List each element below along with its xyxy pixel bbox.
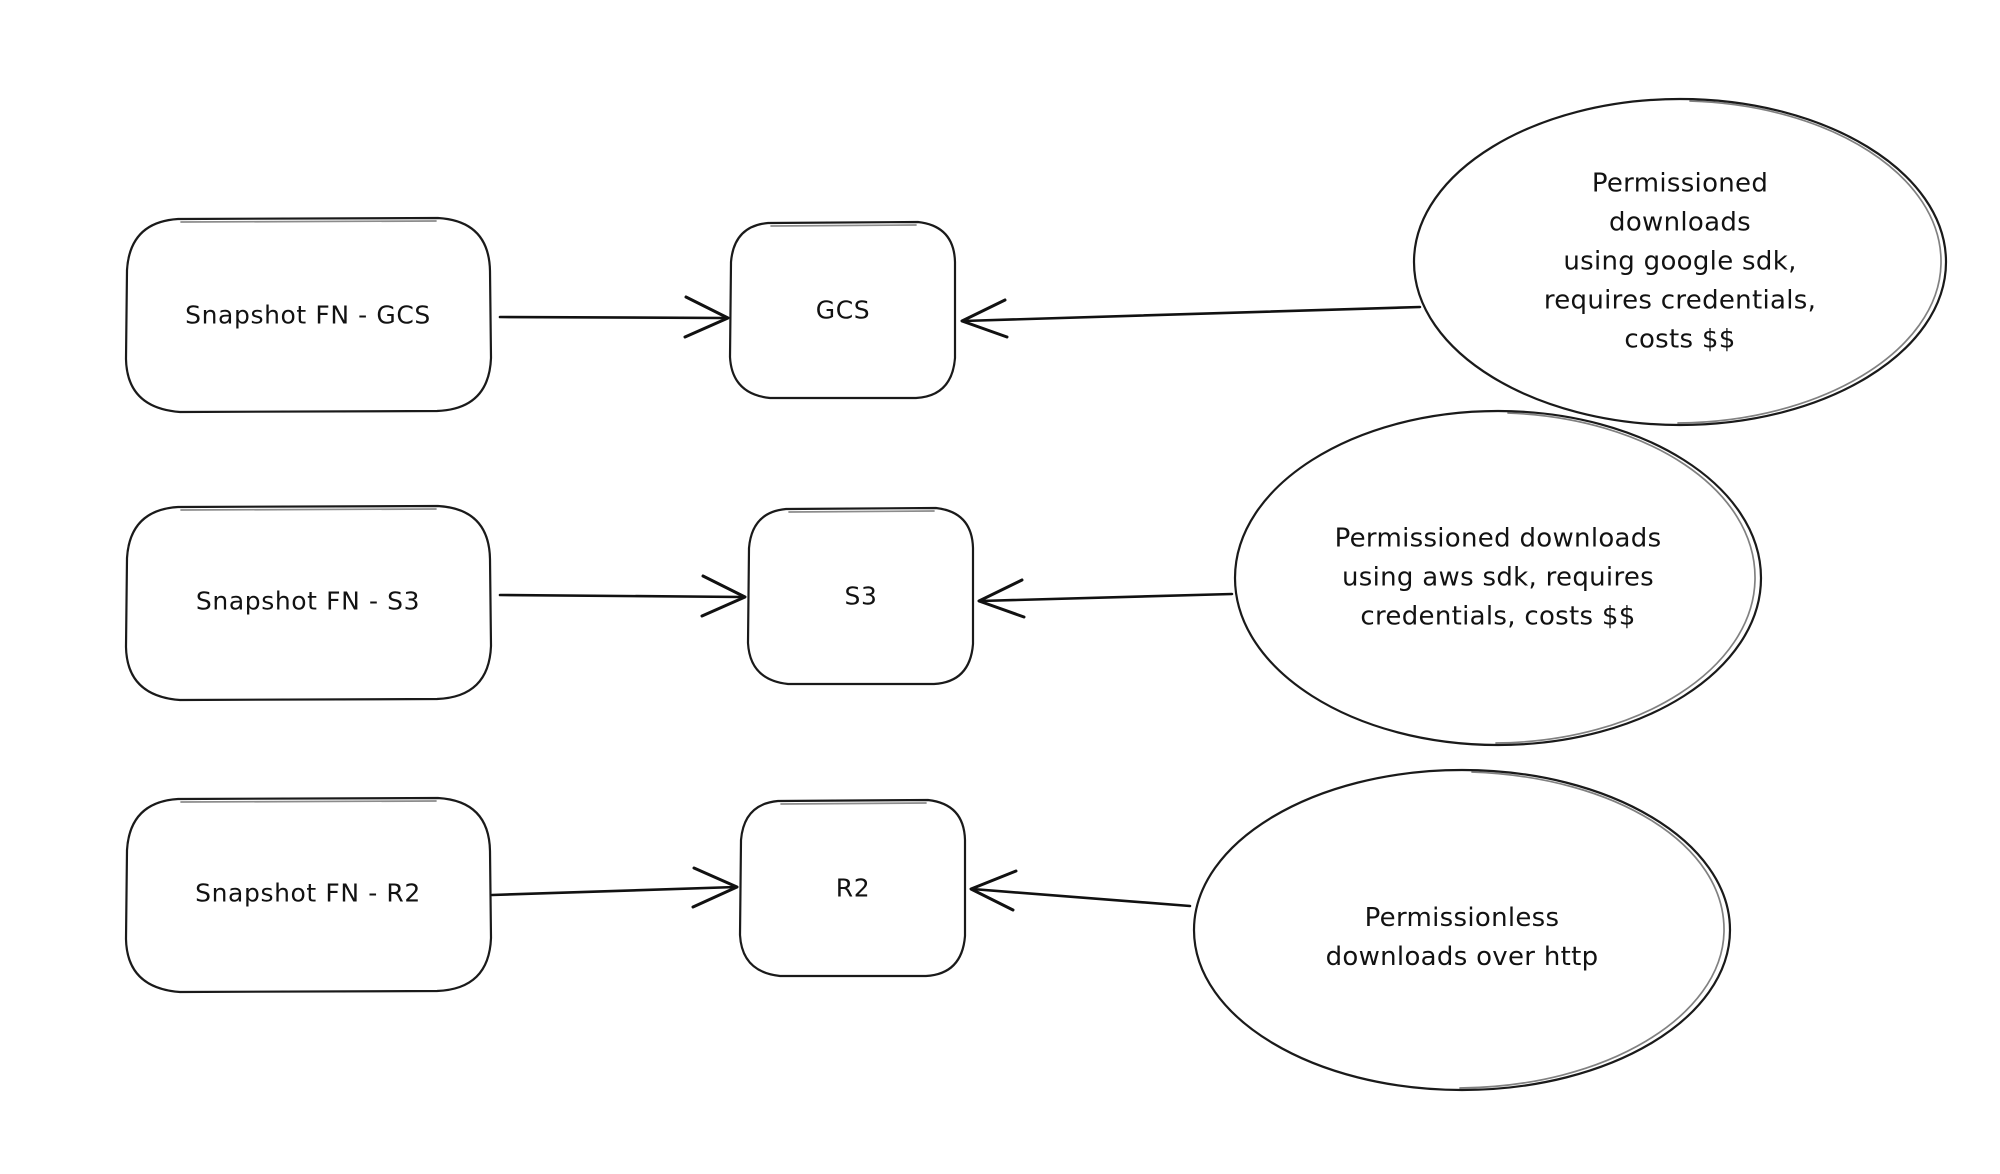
arrow-snapshot-fn-r2-to-r2 (490, 866, 739, 909)
gcs-box[interactable] (728, 220, 957, 400)
snapshot-fn-gcs-box[interactable] (124, 216, 493, 414)
r2-note-ellipse[interactable] (1192, 768, 1732, 1092)
s3-box[interactable] (746, 506, 975, 686)
snapshot-fn-r2-box[interactable] (124, 796, 493, 994)
arrow-s3-note-to-s3 (977, 578, 1234, 619)
arrow-gcs-note-to-gcs (960, 298, 1422, 339)
arrow-r2-note-to-r2 (969, 869, 1192, 912)
arrow-snapshot-fn-s3-to-s3 (498, 574, 747, 618)
arrow-snapshot-fn-gcs-to-gcs (498, 295, 730, 339)
r2-box[interactable] (738, 798, 967, 978)
gcs-note-ellipse[interactable] (1412, 97, 1948, 427)
s3-note-ellipse[interactable] (1233, 409, 1763, 747)
snapshot-fn-s3-box[interactable] (124, 504, 493, 702)
